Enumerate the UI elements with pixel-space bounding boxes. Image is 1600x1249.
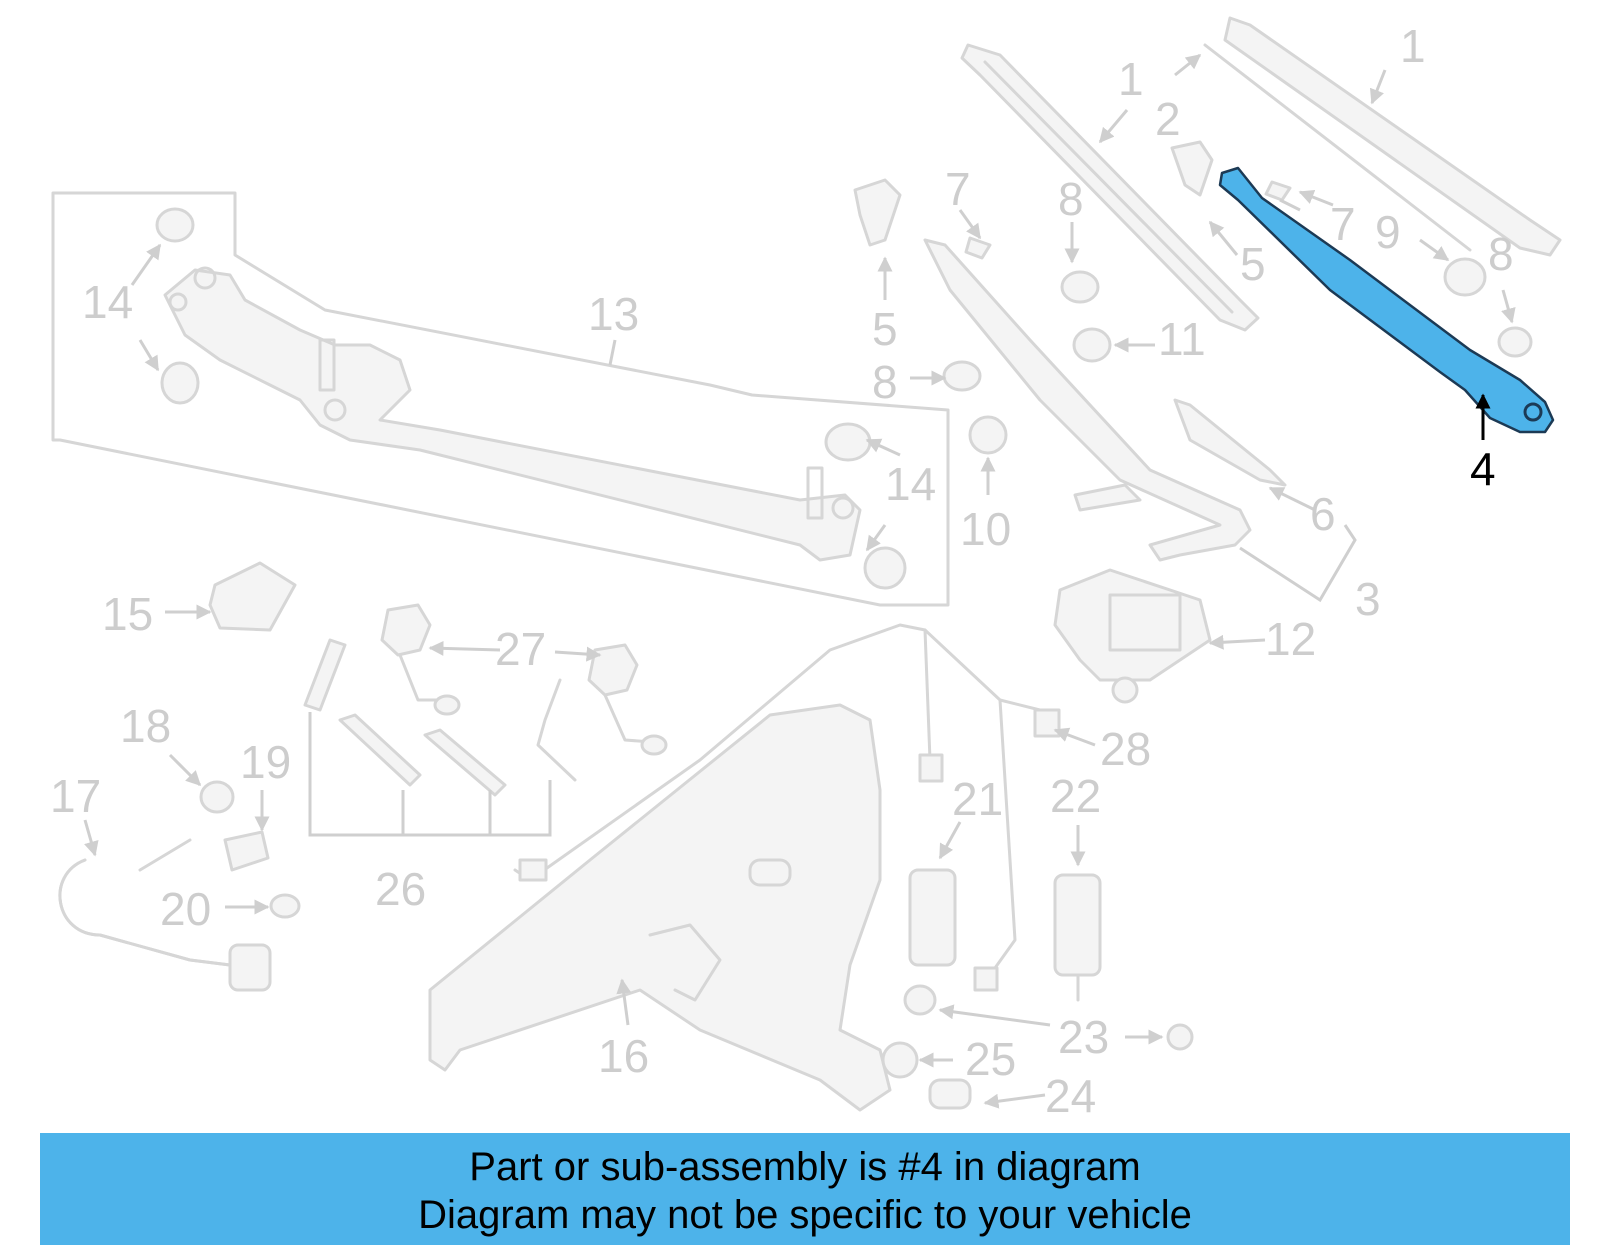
nozzles-hoses xyxy=(303,603,668,837)
callout-11: 11 xyxy=(1158,313,1206,365)
banner-line-2: Diagram may not be specific to your vehi… xyxy=(418,1193,1192,1237)
callout-3: 3 xyxy=(1355,573,1381,625)
callout-16: 16 xyxy=(598,1030,649,1082)
info-banner: Part or sub-assembly is #4 in diagram Di… xyxy=(40,1133,1570,1245)
small-parts xyxy=(208,140,1533,632)
callout-1a: 1 xyxy=(1400,20,1426,72)
callout-1b: 1 xyxy=(1118,53,1144,105)
callout-2: 2 xyxy=(1155,93,1181,145)
callout-28: 28 xyxy=(1100,723,1151,775)
callout-12: 12 xyxy=(1265,613,1316,665)
callout-8a: 8 xyxy=(1058,173,1084,225)
washer-tank xyxy=(428,623,1061,1112)
callout-5b: 5 xyxy=(872,303,898,355)
callout-26: 26 xyxy=(375,863,426,915)
callout-8b: 8 xyxy=(1488,228,1514,280)
callout-14a: 14 xyxy=(82,276,133,328)
callout-18: 18 xyxy=(120,700,171,752)
callout-4: 4 xyxy=(1470,443,1496,495)
callout-8c: 8 xyxy=(872,356,898,408)
callout-21: 21 xyxy=(952,773,1003,825)
callout-25: 25 xyxy=(965,1033,1016,1085)
callout-10: 10 xyxy=(960,503,1011,555)
wiper-blade-2 xyxy=(1203,16,1562,257)
callout-17: 17 xyxy=(50,770,101,822)
wiper-arm-highlighted xyxy=(1218,166,1555,434)
callout-22: 22 xyxy=(1050,770,1101,822)
wiper-blade-1 xyxy=(960,43,1260,332)
callout-15: 15 xyxy=(102,588,153,640)
wiper-motor xyxy=(1053,568,1212,704)
callout-27: 27 xyxy=(495,623,546,675)
hose-and-fittings xyxy=(58,780,301,992)
callout-7a: 7 xyxy=(945,163,971,215)
callout-20: 20 xyxy=(160,883,211,935)
callout-19: 19 xyxy=(240,736,291,788)
callout-23: 23 xyxy=(1058,1011,1109,1063)
callout-labels: 1 1 2 3 4 5 5 6 7 7 8 8 8 9 10 11 12 13 … xyxy=(50,20,1514,1122)
callout-24: 24 xyxy=(1045,1070,1096,1122)
leader-lines xyxy=(83,53,1516,1109)
banner-line-1: Part or sub-assembly is #4 in diagram xyxy=(469,1145,1141,1189)
callout-14b: 14 xyxy=(885,458,936,510)
callout-9: 9 xyxy=(1375,206,1401,258)
callout-13: 13 xyxy=(588,288,639,340)
callout-6: 6 xyxy=(1310,488,1336,540)
wiper-linkage-frame xyxy=(51,191,950,607)
washer-pumps xyxy=(881,868,1194,1110)
callout-5a: 5 xyxy=(1240,238,1266,290)
wiper-arm-left xyxy=(923,238,1287,562)
callout-7b: 7 xyxy=(1330,198,1356,250)
